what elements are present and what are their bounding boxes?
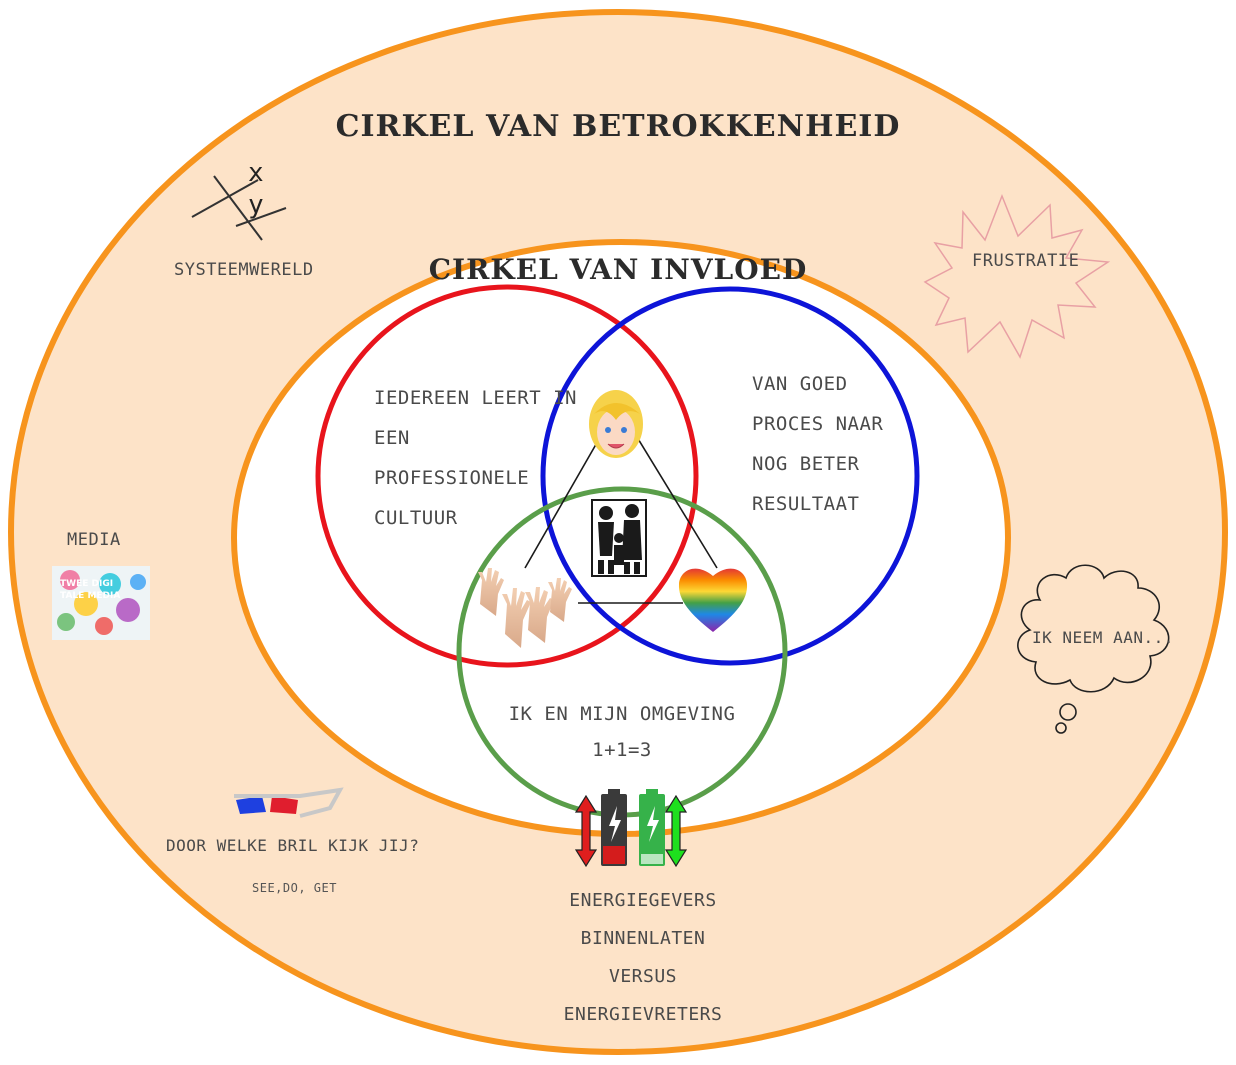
- axes-sketch-icon: [191, 175, 287, 241]
- blue-circle-text: VAN GOED PROCES NAAR NOG BETER RESULTAAT: [752, 364, 883, 524]
- media-collage-text: TWEE DIGI TALE MEDIA: [60, 578, 146, 602]
- energie-line: BINNENLATEN: [580, 928, 706, 949]
- blue-line: VAN GOED: [752, 373, 848, 395]
- rainbow-heart-icon: [678, 568, 748, 632]
- family-icon: [591, 499, 647, 577]
- blue-line: RESULTAAT: [752, 493, 860, 515]
- collage-word: MEDIA: [87, 591, 121, 601]
- raised-hands-icon: [478, 568, 572, 648]
- axis-x-label: x: [248, 158, 265, 188]
- woman-face-icon: [589, 390, 643, 458]
- media-label: MEDIA: [67, 530, 121, 550]
- green-line: IK EN MIJN OMGEVING: [508, 703, 736, 725]
- inner-circle-title: CIRKEL VAN INVLOED: [428, 253, 808, 286]
- green-double-arrow-icon: [664, 794, 688, 868]
- green-circle-text: IK EN MIJN OMGEVING 1+1=3: [470, 696, 774, 768]
- bril-question-label: DOOR WELKE BRIL KIJK JIJ?: [166, 836, 420, 855]
- energie-text: ENERGIEGEVERS BINNENLATEN VERSUS ENERGIE…: [520, 882, 766, 1034]
- thought-cloud-icon: [1017, 564, 1170, 734]
- frustratie-label: FRUSTRATIE: [972, 251, 1080, 271]
- battery-low-icon: [601, 789, 627, 866]
- 3d-glasses-icon: [234, 787, 344, 818]
- media-collage-icon: [52, 566, 150, 640]
- axis-y-label: y: [248, 190, 265, 220]
- red-double-arrow-icon: [574, 794, 598, 868]
- see-do-get-label: SEE,DO, GET: [252, 881, 337, 895]
- blue-circle: [540, 286, 920, 666]
- systeemwereld-label: SYSTEEMWERELD: [174, 260, 314, 280]
- star-burst-icon: [923, 193, 1111, 359]
- red-line: EEN: [374, 427, 410, 449]
- outer-circle-title: CIRKEL VAN BETROKKENHEID: [335, 109, 901, 144]
- collage-word: TALE: [60, 591, 85, 601]
- green-line: 1+1=3: [592, 739, 652, 761]
- energie-line: VERSUS: [608, 966, 678, 987]
- collage-word: DIGI: [91, 579, 114, 589]
- blue-line: PROCES NAAR: [752, 413, 884, 435]
- red-line: IEDEREEN LEERT IN: [374, 387, 577, 409]
- energie-line: ENERGIEGEVERS: [569, 890, 717, 911]
- blue-line: NOG BETER: [752, 453, 860, 475]
- energie-line: ENERGIEVRETERS: [563, 1004, 723, 1025]
- red-line: CULTUUR: [374, 507, 458, 529]
- battery-full-icon: [639, 789, 665, 866]
- red-line: PROFESSIONELE: [374, 467, 530, 489]
- collage-word: TWEE: [60, 579, 89, 589]
- red-circle-text: IEDEREEN LEERT IN EEN PROFESSIONELE CULT…: [374, 378, 577, 538]
- red-circle: [315, 284, 699, 668]
- ik-neem-aan-label: IK NEEM AAN...: [1032, 628, 1174, 647]
